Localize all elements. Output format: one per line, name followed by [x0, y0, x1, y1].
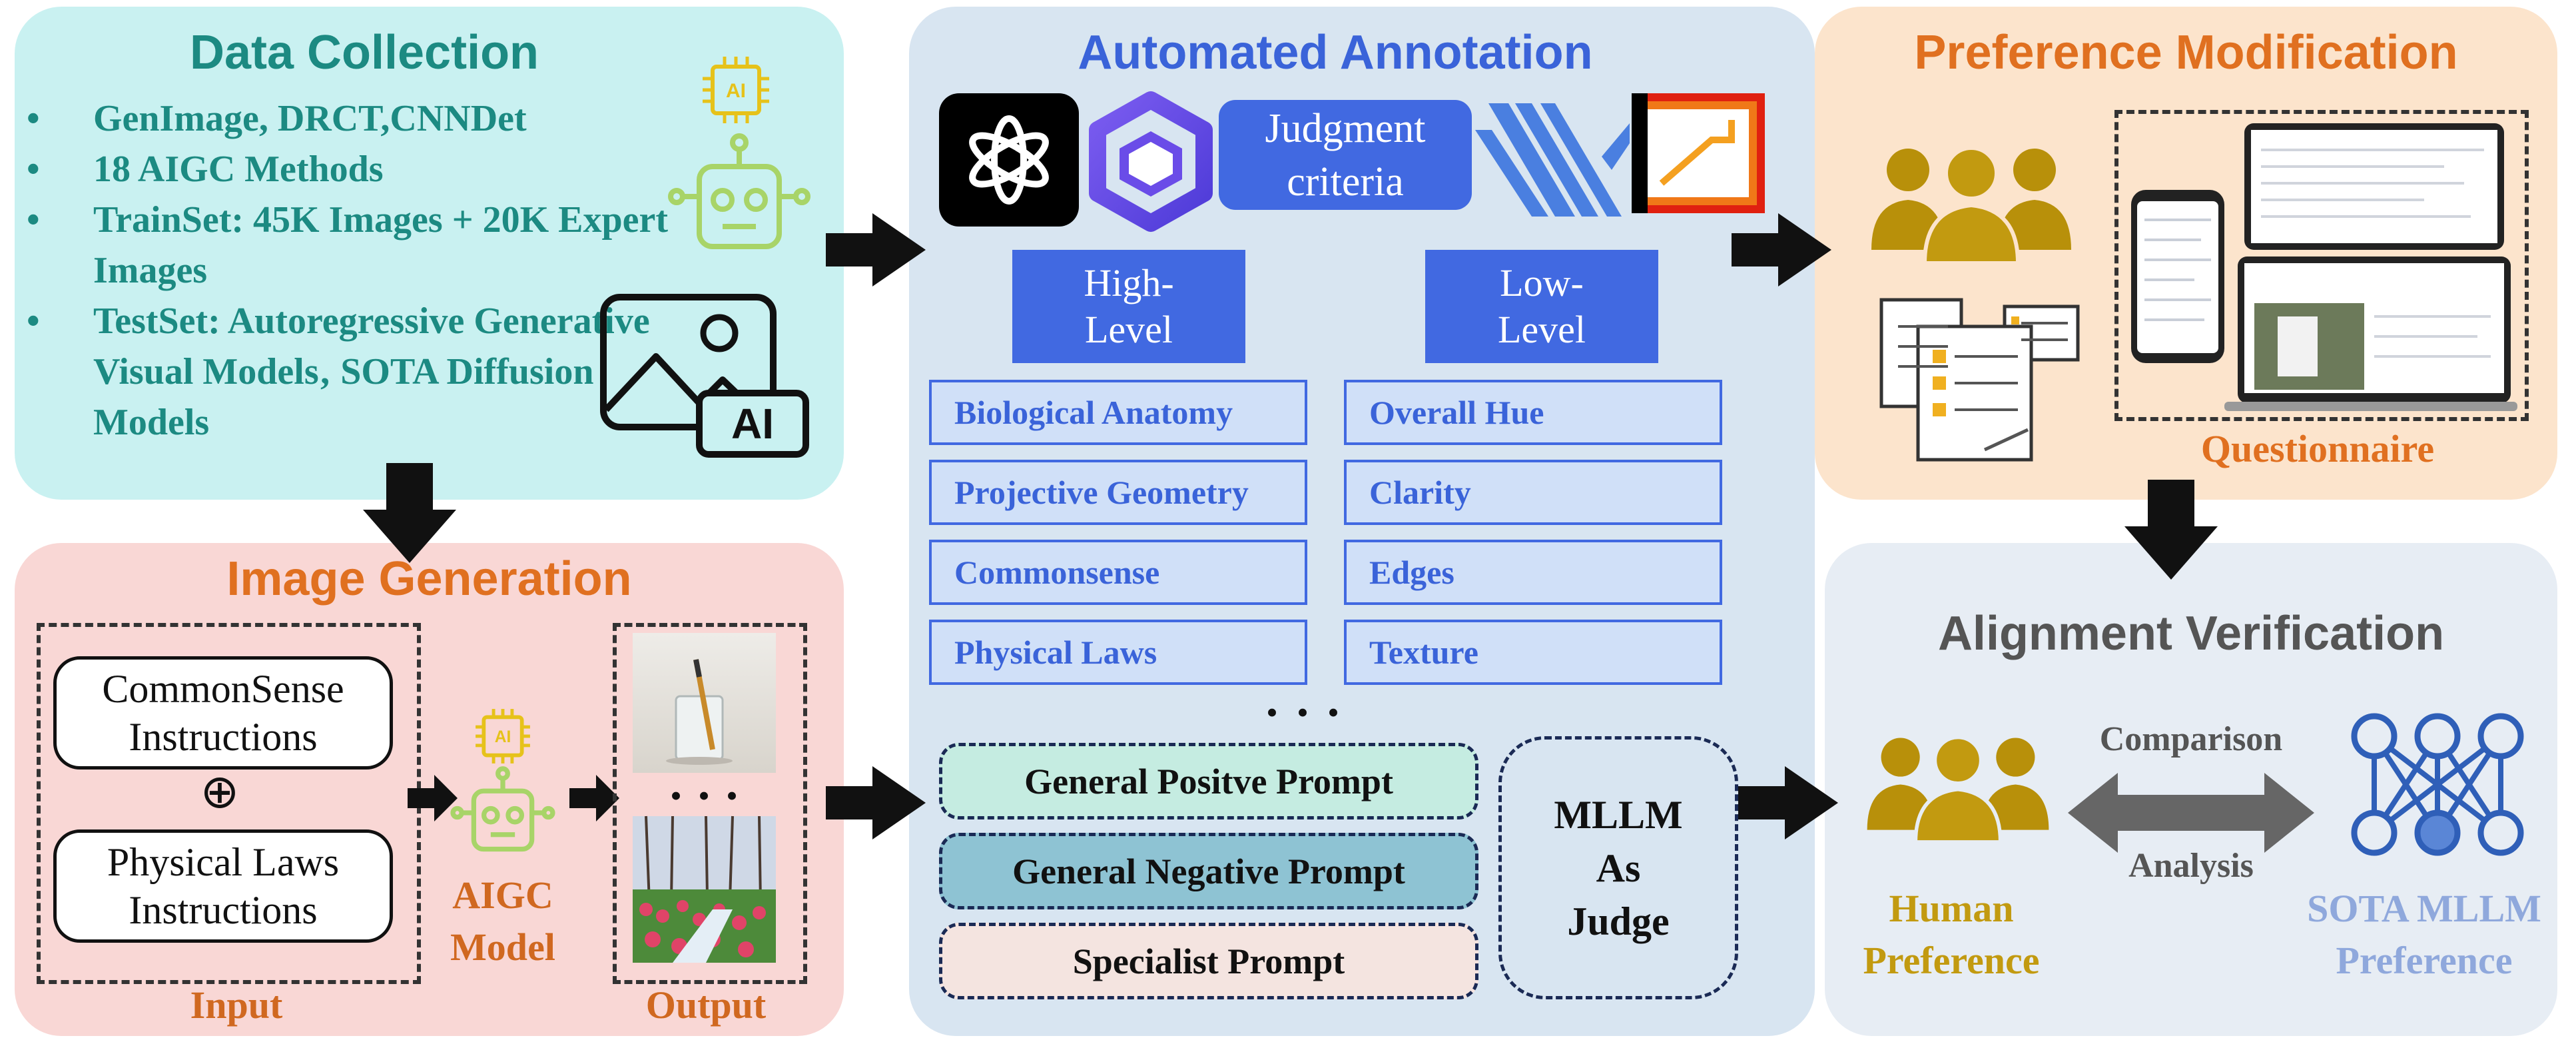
arrow-right-icon	[408, 775, 458, 821]
people-group-icon	[1871, 146, 2071, 265]
analysis-label: Analysis	[2128, 847, 2254, 885]
chip-text: AI	[495, 728, 511, 746]
preference-modification-title: Preference Modification	[1914, 26, 2458, 79]
bullet-item: GenImage, DRCT,CNNDet	[27, 93, 693, 144]
mllm-preference-label: SOTA MLLM Preference	[2307, 887, 2541, 982]
neural-network-icon	[2351, 713, 2524, 856]
low-criteria-item: Clarity	[1344, 460, 1722, 525]
human-group-icon	[1867, 735, 2049, 844]
human-preference-label: Human Preference	[1863, 887, 2040, 982]
high-criteria-item: Commonsense	[929, 540, 1307, 605]
phone-questionnaire-icon	[2131, 190, 2224, 363]
data-collection-bullets: GenImage, DRCT,CNNDet 18 AIGC Methods Tr…	[27, 93, 693, 448]
commonsense-instructions-box: CommonSense Instructions	[53, 656, 393, 770]
aigc-model-label: AIGC Model	[450, 873, 555, 969]
image-generation-title: Image Generation	[226, 552, 632, 606]
output-dashed-box	[613, 623, 807, 984]
arrow-right-icon	[569, 775, 619, 821]
double-arrow-icon	[2068, 773, 2314, 853]
bullet-item: TestSet: Autoregressive Generative Visua…	[27, 296, 666, 448]
flow-arrow-right-icon	[826, 766, 926, 839]
plus-circle-icon: ⊕	[200, 767, 240, 818]
ai-badge-text: AI	[731, 400, 774, 448]
flow-arrow-down-icon	[363, 463, 456, 563]
openai-logo-icon	[939, 93, 1079, 227]
low-level-header: Low-Level	[1425, 250, 1658, 363]
high-criteria-item: Biological Anatomy	[929, 380, 1307, 445]
chip-text: AI	[726, 80, 746, 102]
alignment-verification-title: Alignment Verification	[1937, 607, 2445, 660]
tulip-field-image	[633, 815, 776, 963]
data-collection-title: Data Collection	[189, 26, 539, 79]
flow-arrow-right-icon	[1732, 213, 1831, 286]
general-negative-prompt-box: General Negative Prompt	[939, 833, 1478, 909]
comparison-label: Comparison	[2099, 720, 2283, 758]
questionnaire-dashed-box	[2114, 110, 2529, 421]
mllm-gradient-logo-icon	[1632, 93, 1765, 213]
general-positive-prompt-box: General Positve Prompt	[939, 743, 1478, 819]
robot-icon	[450, 766, 555, 852]
output-dots: • • •	[670, 777, 742, 814]
qwen-logo-icon	[1089, 91, 1213, 232]
bullet-item: TrainSet: 45K Images + 20K Expert Images	[27, 195, 693, 296]
criteria-dots: • • •	[1266, 694, 1345, 731]
low-criteria-item: Texture	[1344, 620, 1722, 685]
ai-chip-icon: AI	[703, 57, 769, 123]
robot-icon	[668, 133, 810, 249]
input-label: Input	[190, 983, 283, 1027]
high-level-header: High-Level	[1012, 250, 1245, 363]
judgment-criteria-box: Judgment criteria	[1219, 100, 1472, 210]
physical-laws-instructions-box: Physical Laws Instructions	[53, 829, 393, 943]
survey-documents-icon	[1879, 298, 2080, 462]
output-label: Output	[645, 983, 767, 1027]
mllm-as-judge-box: MLLM As Judge	[1498, 736, 1738, 999]
ai-chip-icon: AI	[476, 709, 530, 764]
deepseek-logo-icon	[1475, 103, 1630, 217]
questionnaire-label: Questionnaire	[2200, 427, 2435, 470]
automated-annotation-title: Automated Annotation	[1078, 26, 1593, 79]
low-criteria-item: Edges	[1344, 540, 1722, 605]
pencil-glass-image	[633, 633, 776, 773]
laptop-questionnaire-icon	[2224, 123, 2517, 411]
bullet-item: 18 AIGC Methods	[27, 144, 693, 195]
ai-image-icon: AI	[600, 294, 809, 458]
high-criteria-item: Projective Geometry	[929, 460, 1307, 525]
flow-arrow-right-icon	[1738, 766, 1838, 839]
low-criteria-item: Overall Hue	[1344, 380, 1722, 445]
specialist-prompt-box: Specialist Prompt	[939, 923, 1478, 999]
flow-arrow-down-icon	[2124, 480, 2218, 580]
high-criteria-item: Physical Laws	[929, 620, 1307, 685]
flow-arrow-right-icon	[826, 213, 926, 286]
